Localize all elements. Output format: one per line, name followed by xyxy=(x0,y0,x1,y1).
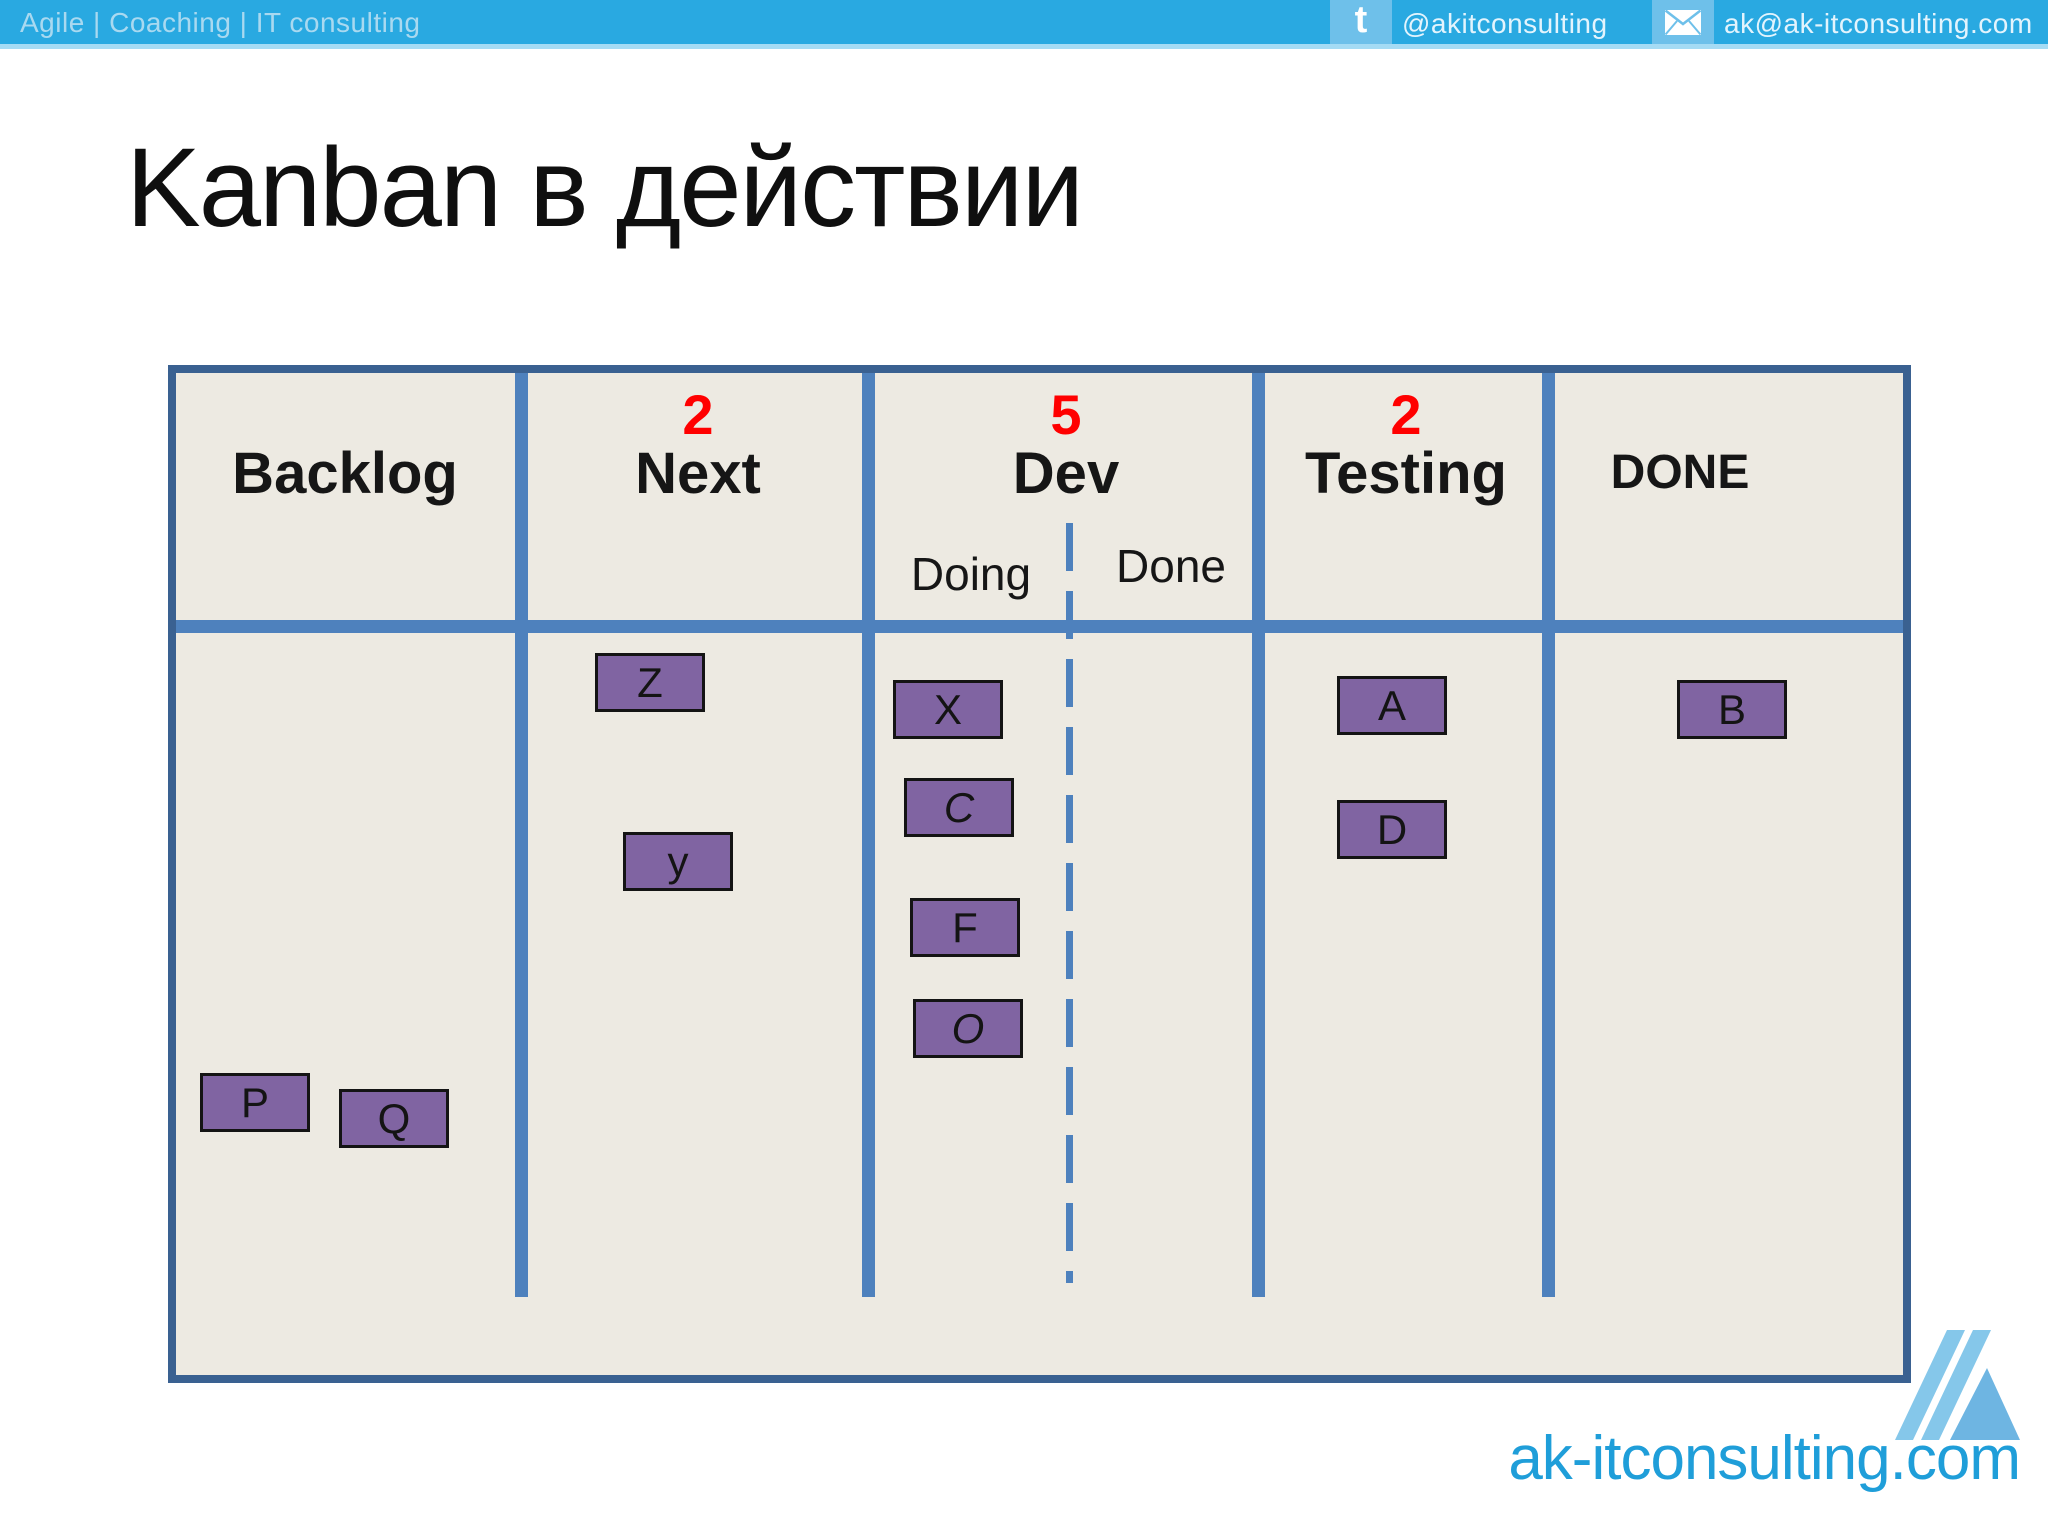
column-divider xyxy=(862,373,875,1297)
header-divider xyxy=(176,620,1903,633)
wip-limit-testing: 2 xyxy=(1390,383,1422,446)
kanban-card[interactable]: P xyxy=(200,1073,310,1132)
kanban-card[interactable]: Q xyxy=(339,1089,449,1148)
kanban-card[interactable]: F xyxy=(910,898,1020,957)
dev-split-dashed-line xyxy=(1066,523,1073,1283)
column-label-testing: Testing xyxy=(1305,441,1507,506)
kanban-card[interactable]: C xyxy=(904,778,1014,837)
dev-sub-label-done: Done xyxy=(1116,540,1226,592)
kanban-card[interactable]: X xyxy=(893,680,1003,739)
column-divider xyxy=(1542,373,1555,1297)
page-title: Kanban в действии xyxy=(126,125,1084,250)
column-label-dev: Dev xyxy=(1012,441,1120,506)
email-icon[interactable] xyxy=(1652,0,1714,44)
twitter-icon[interactable]: t xyxy=(1330,0,1392,44)
wip-limit-dev: 5 xyxy=(1050,383,1082,446)
twitter-handle-link[interactable]: @akitconsulting xyxy=(1402,8,1608,39)
kanban-card[interactable]: A xyxy=(1337,676,1447,735)
tagline: Agile | Coaching | IT consulting xyxy=(20,7,421,38)
column-divider xyxy=(1252,373,1265,1297)
kanban-card[interactable]: y xyxy=(623,832,733,891)
column-label-done: DONE xyxy=(1610,446,1750,499)
kanban-board: Backlog 2 Next 5 Dev Doing Done 2 Testin… xyxy=(168,365,1911,1383)
column-label-backlog: Backlog xyxy=(232,441,458,506)
kanban-card[interactable]: O xyxy=(913,999,1023,1058)
twitter-glyph: t xyxy=(1354,0,1368,41)
email-link[interactable]: ak@ak-itconsulting.com xyxy=(1724,8,2033,39)
kanban-card[interactable]: D xyxy=(1337,800,1447,859)
company-logo xyxy=(1895,1330,2020,1440)
top-bar: Agile | Coaching | IT consulting t @akit… xyxy=(0,0,2048,49)
kanban-card[interactable]: B xyxy=(1677,680,1787,739)
dev-sub-label-doing: Doing xyxy=(910,548,1032,600)
column-divider xyxy=(515,373,528,1297)
wip-limit-next: 2 xyxy=(682,383,714,446)
kanban-card[interactable]: Z xyxy=(595,653,705,712)
column-label-next: Next xyxy=(635,441,761,506)
envelope-icon xyxy=(1664,9,1702,35)
website-link[interactable]: ak-itconsulting.com xyxy=(1508,1424,2021,1493)
